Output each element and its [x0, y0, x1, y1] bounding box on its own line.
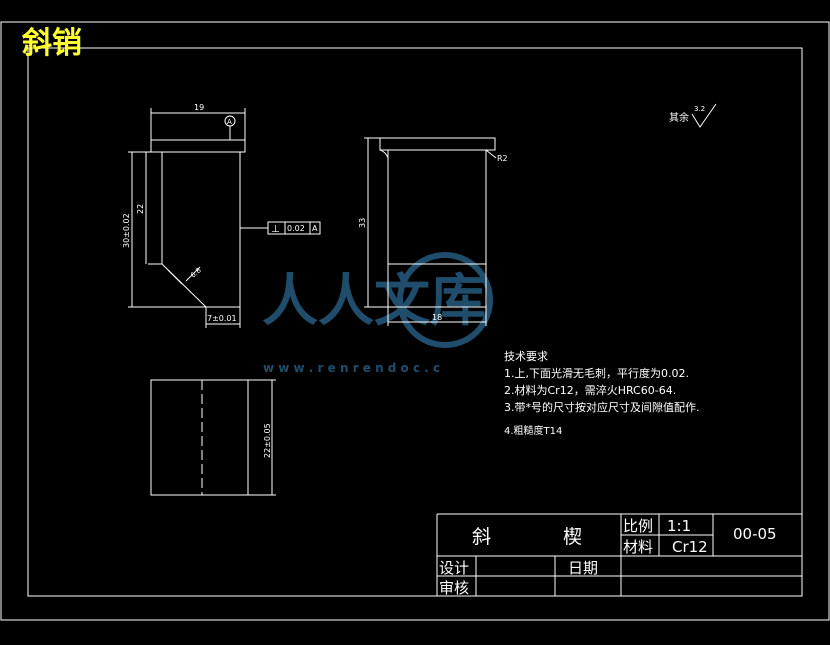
roughness-prefix: 其余 [669, 111, 689, 124]
tech-heading: 技术要求 [504, 350, 548, 363]
watermark: 人人文库 w w w . r e n r e n d o c . c [262, 252, 493, 375]
watermark-text: 人人文库 [262, 269, 486, 334]
watermark-url: w w w . r e n r e n d o c . c [263, 361, 440, 375]
scale-value: 1:1 [667, 517, 691, 535]
tech-item: 3.带*号的尺寸按对应尺寸及间隙值配作. [504, 400, 700, 414]
dim-height-inner: 22 [136, 204, 145, 214]
drawing-number: 00-05 [733, 525, 777, 543]
roughness-value: 3.2 [694, 105, 705, 113]
scale-label: 比例 [623, 517, 653, 535]
dim-bottom-width: 18 [432, 313, 442, 322]
tolerance-value: 0.02 [287, 224, 305, 233]
material-label: 材料 [623, 538, 653, 556]
tolerance-datum: A [312, 224, 318, 233]
part-name-1: 斜 [472, 526, 491, 548]
dim-lower-height: 22±0.05 [263, 423, 272, 458]
dim-bottom-offset: 7±0.01 [207, 314, 237, 323]
tolerance-symbol: ⊥ [271, 224, 280, 235]
tech-item: 2.材料为Cr12，需淬火HRC60-64. [504, 383, 676, 397]
dim-side-height: 33 [358, 218, 367, 228]
inner-frame [27, 47, 803, 597]
datum-label: A [227, 118, 232, 126]
lower-view: 22±0.05 [150, 379, 276, 496]
designer-label: 设计 [439, 559, 469, 577]
front-view: 19 A 30±0.02 22 6.8 7±0.01 [122, 103, 268, 328]
dim-height-total: 30±0.02 [122, 213, 131, 248]
sheet-title: 斜销 [22, 26, 82, 61]
material-value: Cr12 [672, 538, 708, 556]
side-view: 33 18 R2 [358, 137, 508, 326]
dim-top-width: 19 [194, 103, 204, 112]
tolerance-frame: ⊥ 0.02 A [267, 221, 321, 235]
tech-item: 4.粗糙度T14 [504, 424, 562, 437]
technical-requirements: 技术要求 1.上,下面光滑无毛刺，平行度为0.02. 2.材料为Cr12，需淬火… [504, 350, 700, 437]
date-label: 日期 [568, 559, 598, 577]
tech-item: 1.上,下面光滑无毛刺，平行度为0.02. [504, 366, 689, 380]
dim-chamfer: 6.8 [189, 266, 203, 279]
outer-border [0, 21, 830, 621]
dim-radius: R2 [497, 154, 508, 163]
roughness-symbol: 其余 3.2 [669, 103, 717, 128]
reviewer-label: 审核 [439, 579, 469, 597]
part-name-2: 楔 [563, 526, 582, 548]
title-block: 斜 楔 比例 1:1 材料 Cr12 00-05 设计 日期 审核 [436, 513, 802, 597]
